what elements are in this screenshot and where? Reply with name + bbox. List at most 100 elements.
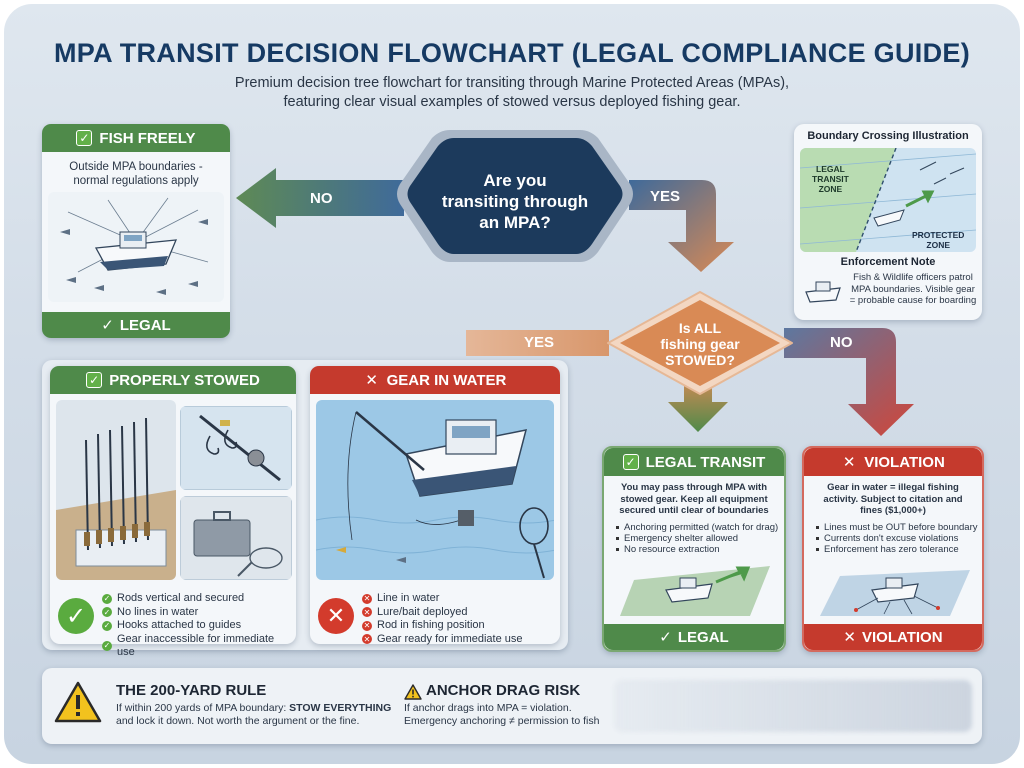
check-icon: ✓ bbox=[86, 372, 103, 388]
cross-icon: ✕ bbox=[843, 629, 856, 646]
fish-freely-header: ✓ FISH FREELY bbox=[42, 124, 230, 152]
list-item: ✓ No lines in water bbox=[102, 606, 294, 620]
properly-stowed-header: ✓ PROPERLY STOWED bbox=[50, 366, 296, 394]
bullet-text: Lure/bait deployed bbox=[377, 605, 468, 618]
bullet-text: Line in water bbox=[377, 592, 440, 604]
bullet-text: Anchoring permitted (watch for drag) bbox=[624, 522, 779, 533]
arrow-no-right bbox=[784, 328, 914, 436]
cross-icon: ✕ bbox=[365, 372, 378, 389]
bullet-icon bbox=[616, 548, 619, 551]
check-icon: ✓ bbox=[659, 629, 672, 646]
violation-footer-label: VIOLATION bbox=[862, 628, 943, 646]
legal-transit-header: ✓ LEGAL TRANSIT bbox=[604, 448, 784, 476]
properly-stowed-header-label: PROPERLY STOWED bbox=[109, 371, 260, 389]
stowed-bullets: ✓ Rods vertical and secured ✓ No lines in … bbox=[102, 592, 294, 660]
enforcement-title: Enforcement Note bbox=[840, 256, 936, 268]
bullet-text: Gear inaccessible for immediate use bbox=[117, 632, 275, 659]
legal-transit-bullets: Anchoring permitted (watch for drag) Eme… bbox=[616, 522, 784, 555]
gear-bullets: ✕Line in water ✕Lure/bait deployed ✕Rod … bbox=[362, 592, 556, 646]
violation-boat-illustration bbox=[820, 570, 970, 616]
list-item: ✓Gear inaccessible for immediate use bbox=[102, 633, 294, 660]
warning-icon bbox=[54, 681, 102, 723]
fish-freely-desc-2: normal regulations apply bbox=[73, 175, 199, 187]
decision-transiting-shape bbox=[397, 130, 633, 262]
decision-stowed-text: Is ALL fishing gear STOWED? bbox=[640, 320, 760, 368]
subtitle-line-1: Premium decision tree flowchart for tran… bbox=[234, 75, 790, 91]
rule-200-line-2: and lock it down. Not worth the argument… bbox=[116, 715, 360, 727]
bullet-text: No resource extraction bbox=[624, 544, 720, 555]
protected-zone-label: PROTECTED ZONE bbox=[912, 230, 964, 250]
bullet-text: Emergency shelter allowed bbox=[624, 533, 739, 544]
enforcement-desc: Fish & Wildlife officers patrol MPA boun… bbox=[848, 272, 978, 307]
list-item: ✕ Gear ready for immediate use bbox=[362, 633, 556, 647]
violation-desc-1: Gear in water = illegal fishing bbox=[827, 482, 959, 493]
legal-transit-desc: You may pass through MPA with stowed gea… bbox=[608, 482, 780, 517]
rule-200-desc: If within 200 yards of MPA boundary: STO… bbox=[116, 702, 406, 728]
subtitle-line-2: featuring clear visual examples of stowe… bbox=[283, 94, 741, 110]
blurred-area bbox=[614, 680, 972, 732]
check-icon: ✓ bbox=[101, 317, 114, 334]
fish-freely-header-label: FISH FREELY bbox=[99, 129, 196, 147]
page-subtitle: Premium decision tree flowchart for tran… bbox=[124, 74, 900, 112]
rule-200-emphasis: STOW EVERYTHING bbox=[289, 702, 392, 714]
boundary-crossing-card: Boundary Crossing Illustration LEGAL TRA… bbox=[794, 124, 982, 320]
legal-zone-line-3: ZONE bbox=[818, 184, 843, 194]
legal-transit-desc-1: You may pass through MPA with bbox=[620, 482, 768, 493]
bullet-text: Rods vertical and secured bbox=[117, 592, 245, 604]
bullet-text: Rod in fishing position bbox=[377, 619, 485, 631]
rule-200-line-1-text: If within 200 yards of MPA boundary: bbox=[116, 702, 290, 714]
decision-transiting-text: Are you transiting through an MPA? bbox=[420, 170, 610, 233]
bullet-text: Enforcement has zero tolerance bbox=[824, 544, 959, 555]
legal-zone-line-1: LEGAL bbox=[816, 164, 845, 174]
deployed-gear-illustration bbox=[316, 400, 554, 580]
violation-header-label: VIOLATION bbox=[864, 453, 945, 471]
cross-icon: ✕ bbox=[362, 634, 372, 645]
protected-zone-line-1: PROTECTED bbox=[912, 230, 965, 240]
fish-freely-card: ✓ FISH FREELY Outside MPA boundaries - n… bbox=[42, 124, 230, 338]
fish-freely-desc: Outside MPA boundaries - normal regulati… bbox=[48, 160, 224, 188]
enforcement-line-2: MPA boundaries. Visible gear bbox=[851, 283, 975, 295]
bullet-icon bbox=[616, 526, 619, 529]
gear-in-water-card: ✕ GEAR IN WATER ✕ ✕Line in water ✕L bbox=[310, 366, 560, 646]
gear-in-water-header-label: GEAR IN WATER bbox=[386, 371, 507, 389]
list-item: Enforcement has zero tolerance bbox=[816, 544, 982, 555]
enforcement-line-3: = probable cause for boarding bbox=[849, 295, 977, 306]
decision2-line1: Is ALL bbox=[678, 320, 722, 336]
label-no-left: NO bbox=[310, 190, 333, 207]
list-item: ✓ Hooks attached to guides bbox=[102, 619, 294, 633]
bullet-icon bbox=[616, 537, 619, 540]
bullet-icon bbox=[816, 537, 819, 540]
rule-200-line-1: If within 200 yards of MPA boundary: STO… bbox=[116, 702, 406, 715]
violation-desc-3: fines ($1,000+) bbox=[860, 505, 926, 516]
bullet-text: Hooks attached to guides bbox=[117, 619, 242, 631]
violation-desc: Gear in water = illegal fishing activity… bbox=[808, 482, 978, 517]
bullet-icon bbox=[816, 548, 819, 551]
anchor-drag-title: ANCHOR DRAG RISK bbox=[426, 682, 581, 699]
boundary-title: Boundary Crossing Illustration bbox=[807, 130, 969, 142]
legal-transit-card: ✓ LEGAL TRANSIT You may pass through MPA… bbox=[602, 446, 786, 652]
list-item: ✕Lure/bait deployed bbox=[362, 606, 556, 620]
bullet-text: Gear ready for immediate use bbox=[377, 632, 523, 645]
legal-transit-footer: ✓ LEGAL bbox=[604, 624, 784, 650]
rule-200-title: THE 200-YARD RULE bbox=[116, 682, 267, 699]
anchor-drag-line-2: Emergency anchoring ≠ permission to fish bbox=[404, 715, 600, 727]
violation-desc-2: activity. Subject to citation and bbox=[823, 493, 963, 505]
decision-stowed-shape bbox=[607, 291, 793, 395]
label-no-right: NO bbox=[830, 334, 853, 351]
check-icon: ✓ bbox=[102, 607, 112, 618]
enforcement-line-1: Fish & Wildlife officers patrol bbox=[853, 272, 973, 283]
legal-transit-desc-2: stowed gear. Keep all equipment bbox=[620, 493, 768, 505]
legal-transit-header-label: LEGAL TRANSIT bbox=[645, 453, 766, 471]
patrol-boat-icon bbox=[805, 281, 841, 303]
check-icon: ✓ bbox=[102, 593, 112, 604]
legal-zone-line-2: TRANSIT bbox=[812, 174, 849, 184]
list-item: Anchoring permitted (watch for drag) bbox=[616, 522, 784, 533]
violation-bullets: Lines must be OUT before boundary Curren… bbox=[816, 522, 982, 555]
list-item: Lines must be OUT before boundary bbox=[816, 522, 982, 533]
bullet-text: No lines in water bbox=[117, 605, 199, 618]
decision1-line3: an MPA? bbox=[479, 213, 551, 232]
fishing-boat-illustration bbox=[48, 192, 224, 302]
stowed-check-badge: ✓ bbox=[58, 598, 94, 634]
check-icon: ✓ bbox=[102, 620, 112, 631]
label-yes-right: YES bbox=[650, 188, 681, 205]
